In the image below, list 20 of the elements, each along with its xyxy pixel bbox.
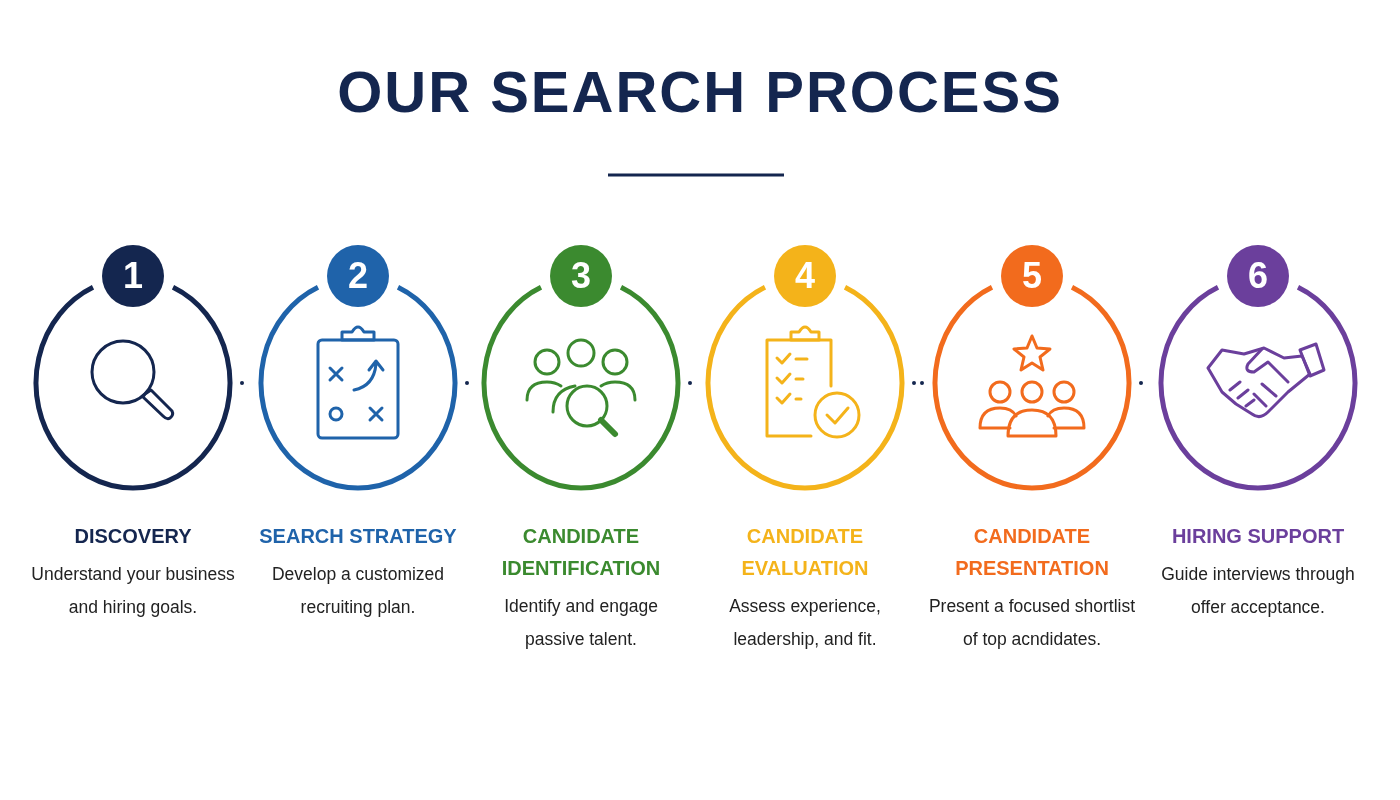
dotted-connector [912, 381, 925, 385]
step-heading: CANDIDATE EVALUATION [740, 524, 870, 581]
step-heading: DISCOVERY [73, 524, 193, 549]
step-heading: SEARCH STRATEGY [258, 524, 458, 549]
title: OUR SEARCH PROCESS [336, 58, 1064, 125]
step-description: Understand your business and hiring goals. [30, 563, 236, 619]
step-number-badge: 5 [1001, 245, 1063, 307]
step-description: Guide interviews through offer acceptance. [1160, 563, 1356, 619]
step-description: Identify and engage passive talent. [503, 595, 659, 651]
step-description: Present a focused shortlist of top acndidates. [927, 595, 1137, 651]
step-number-badge: 1 [102, 245, 164, 307]
step-heading: CANDIDATE PRESENTATION [954, 524, 1110, 581]
step-heading: HIRING SUPPORT [1170, 524, 1346, 549]
step-number-badge: 2 [327, 245, 389, 307]
step-description: Assess experience, leadership, and fit. [728, 595, 882, 651]
step-description: Develop a customized recruiting plan. [270, 563, 446, 619]
step-number-badge: 4 [774, 245, 836, 307]
step-number-badge: 3 [550, 245, 612, 307]
step-number-badge: 6 [1227, 245, 1289, 307]
step-heading: CANDIDATE IDENTIFICATION [500, 524, 662, 581]
